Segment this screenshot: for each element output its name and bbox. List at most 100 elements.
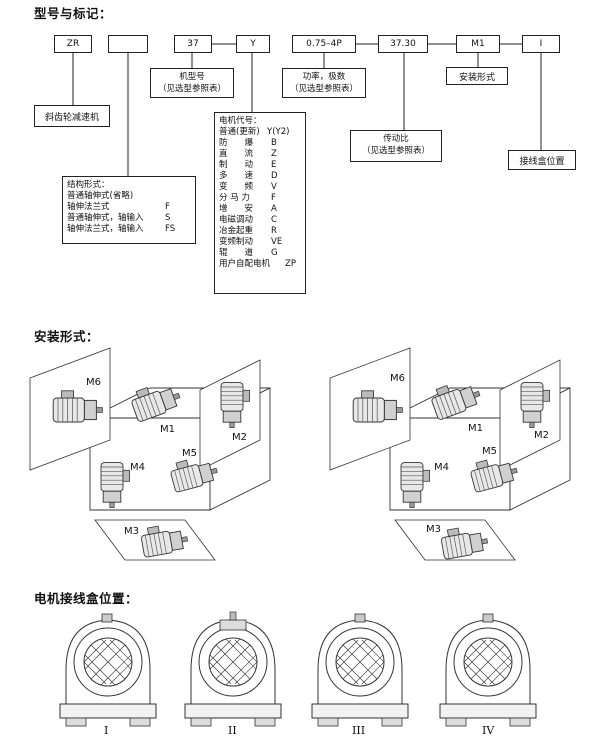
- mount-label-left-m3: M3: [124, 526, 139, 537]
- structure-row: 轴伸法兰式 F: [67, 202, 191, 213]
- structure-row-name: 轴伸法兰式，轴输入: [67, 224, 144, 234]
- mount-label-right-m1: M1: [468, 423, 483, 434]
- mount-label-right-m6: M6: [390, 373, 405, 384]
- model-code-connectors: [72, 43, 542, 176]
- mount-label-left-m6: M6: [86, 377, 101, 388]
- motor-code-name: 电磁调动: [219, 215, 254, 225]
- mount-label-right-m5: M5: [482, 446, 497, 457]
- code-box-frame-size: 37: [174, 35, 212, 53]
- motor-code-name: 变 频: [219, 182, 254, 192]
- motor-code-value: R: [271, 226, 277, 236]
- note-ratio: 传动比 （见选型参照表）: [350, 130, 442, 162]
- mount-label-right-m2: M2: [534, 430, 549, 441]
- mount-label-left-m5: M5: [182, 448, 197, 459]
- mount-label-left-m2: M2: [232, 432, 247, 443]
- heading-terminal-box: 电机接线盒位置：: [34, 591, 139, 606]
- code-box-power: 0.75–4P: [292, 35, 356, 53]
- code-box-terminal-position: I: [522, 35, 560, 53]
- motor-code-row: 冶金起重 R: [219, 226, 301, 237]
- terminal-position-IV-diagram: [439, 613, 537, 727]
- terminal-position-I-diagram: [59, 613, 157, 727]
- terminal-position-label: III: [352, 724, 366, 737]
- code-box-structure: [108, 35, 148, 53]
- motor-code-name: 增 安: [219, 204, 254, 214]
- terminal-position-label: IV: [482, 724, 495, 737]
- motor-code-name: 冶金起重: [219, 226, 254, 236]
- motor-code-name: 制 动: [219, 160, 254, 170]
- motor-code-value: VE: [271, 237, 283, 247]
- motor-code-value: E: [271, 160, 277, 170]
- structure-row-name: 普通轴伸式，轴输入: [67, 213, 144, 223]
- structure-row: 普通轴伸式，轴输入 S: [67, 213, 191, 224]
- motor-code-name: 分 马 力: [219, 193, 250, 203]
- motor-code-name: 用户自配电机: [219, 259, 271, 269]
- note-ratio-line1: 传动比: [383, 134, 409, 144]
- motor-code-value: F: [271, 193, 276, 203]
- structure-list: 结构形式： 普通轴伸式(省略) 轴伸法兰式 F 普通轴伸式，轴输入 S 轴伸法兰式，…: [62, 176, 196, 244]
- mount-label-left-m1: M1: [160, 424, 175, 435]
- structure-row: 普通轴伸式(省略): [67, 191, 191, 202]
- note-frame-line2: （见选型参照表）: [157, 84, 226, 94]
- note-power-line2: （见选型参照表）: [289, 84, 358, 94]
- structure-row-name: 普通轴伸式(省略): [67, 191, 134, 201]
- structure-title: 结构形式：: [67, 180, 110, 190]
- terminal-position-label: I: [104, 724, 109, 737]
- code-box-zr: ZR: [54, 35, 92, 53]
- terminal-position-III-diagram: [311, 613, 409, 727]
- motor-code-value: G: [271, 248, 278, 258]
- motor-code-value: D: [271, 171, 278, 181]
- note-power: 功率，极数 （见选型参照表）: [282, 68, 366, 98]
- structure-row-code: S: [165, 213, 171, 223]
- structure-row-code: F: [165, 202, 170, 212]
- motor-code-name: 普通(更新): [219, 127, 260, 137]
- motor-code-value: B: [271, 138, 277, 148]
- motor-code-row: 普通(更新) Y(Y2): [219, 127, 301, 138]
- motor-code-name: 多 速: [219, 171, 254, 181]
- motor-code-name: 防 爆: [219, 138, 254, 148]
- note-terminal-box: 接线盒位置: [508, 150, 576, 170]
- code-box-motor-type: Y: [236, 35, 270, 53]
- mount-label-right-m4: M4: [434, 462, 449, 473]
- mount-label-right-m3: M3: [426, 524, 441, 535]
- note-mounting: 安装形式: [446, 67, 508, 85]
- motor-code-name: 辊 道: [219, 248, 254, 258]
- motor-code-value: Y(Y2): [267, 127, 290, 137]
- structure-row-code: FS: [165, 224, 176, 234]
- note-zr-description: 斜齿轮减速机: [34, 105, 110, 127]
- mount-label-left-m4: M4: [130, 462, 145, 473]
- note-frame-line1: 机型号: [179, 72, 205, 82]
- motor-code-name: 直 流: [219, 149, 254, 159]
- note-power-line1: 功率，极数: [302, 72, 346, 82]
- motor-code-name: 变频制动: [219, 237, 254, 247]
- code-box-ratio: 37.30: [378, 35, 428, 53]
- mounting-cube-left: [29, 347, 271, 561]
- heading-model-marking: 型号与标记：: [34, 6, 113, 21]
- note-ratio-line2: （见选型参照表）: [361, 146, 430, 156]
- terminal-position-label: II: [228, 724, 237, 737]
- note-frame-size: 机型号 （见选型参照表）: [150, 68, 234, 98]
- code-box-mounting: M1: [456, 35, 500, 53]
- motor-code-value: Z: [271, 149, 277, 159]
- terminal-position-II-diagram: [184, 611, 282, 727]
- structure-row-name: 轴伸法兰式: [67, 202, 110, 212]
- structure-row: 轴伸法兰式，轴输入 FS: [67, 224, 191, 235]
- motor-code-row: 电磁调动 C: [219, 215, 301, 226]
- motor-code-value: C: [271, 215, 277, 225]
- motor-code-title: 电机代号：: [219, 116, 262, 126]
- mounting-cube-right: [329, 347, 571, 561]
- motor-code-list: 电机代号： 普通(更新) Y(Y2) 防 爆 B 直 流 Z 制 动 E 多 速 D 变 …: [214, 112, 306, 294]
- motor-code-row: 用户自配电机 ZP: [219, 259, 301, 270]
- motor-code-row: 变频制动 VE: [219, 237, 301, 248]
- heading-mounting: 安装形式：: [34, 329, 100, 344]
- motor-code-value: ZP: [285, 259, 296, 269]
- motor-code-value: V: [271, 182, 277, 192]
